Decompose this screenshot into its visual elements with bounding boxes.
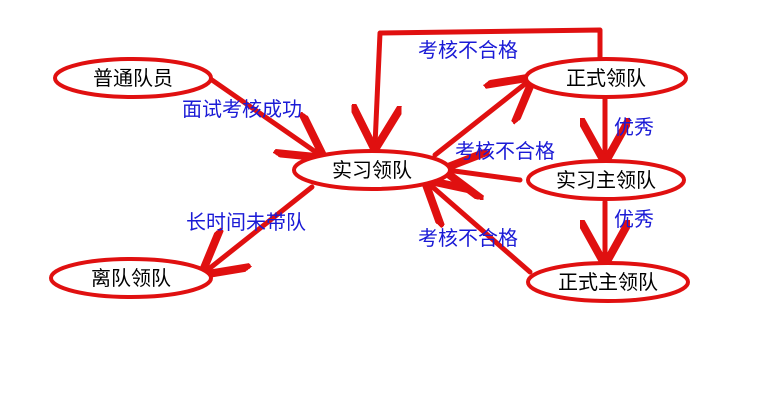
edge-label-fail-from-intern-chief: 考核不合格: [455, 139, 555, 163]
node-retired-leader: 离队领队: [49, 257, 213, 299]
edge-label-fail-from-formal: 考核不合格: [418, 38, 518, 62]
edge-label-excellent-1: 优秀: [614, 115, 654, 139]
edge-label-interview-pass: 面试考核成功: [182, 97, 302, 121]
node-intern-leader: 实习领队: [292, 149, 452, 191]
edge-formal-to-intern-fail: [375, 27, 603, 145]
node-formal-leader: 正式领队: [524, 57, 688, 99]
edges: [205, 27, 605, 275]
node-intern-chief-leader: 实习主领队: [526, 159, 686, 201]
nodes: 普通队员 实习领队 正式领队 实习主领队 正式主领队 离队领队: [49, 57, 690, 303]
node-regular-member: 普通队员: [53, 57, 213, 99]
edge-intern-to-retired: [205, 184, 315, 272]
node-intern-leader-label: 实习领队: [332, 158, 412, 182]
node-regular-member-label: 普通队员: [93, 66, 173, 90]
edge-regular-to-intern: [209, 77, 320, 155]
edge-formal-chief-to-intern-fail: [428, 183, 533, 275]
edge-label-long-time-no-lead: 长时间未带队: [186, 210, 306, 234]
edge-intern-to-formal: [432, 80, 530, 158]
edge-labels: 面试考核成功 长时间未带队 考核不合格 考核不合格 考核不合格 优秀 优秀: [182, 38, 654, 250]
node-intern-chief-leader-label: 实习主领队: [556, 168, 656, 192]
node-formal-leader-label: 正式领队: [566, 66, 646, 90]
edge-label-fail-from-formal-chief: 考核不合格: [418, 226, 518, 250]
edge-intern-chief-to-intern-fail: [447, 170, 523, 180]
edge-label-excellent-2: 优秀: [614, 207, 654, 231]
node-formal-chief-leader: 正式主领队: [526, 261, 690, 303]
node-formal-chief-leader-label: 正式主领队: [558, 270, 658, 294]
node-retired-leader-label: 离队领队: [91, 266, 171, 290]
